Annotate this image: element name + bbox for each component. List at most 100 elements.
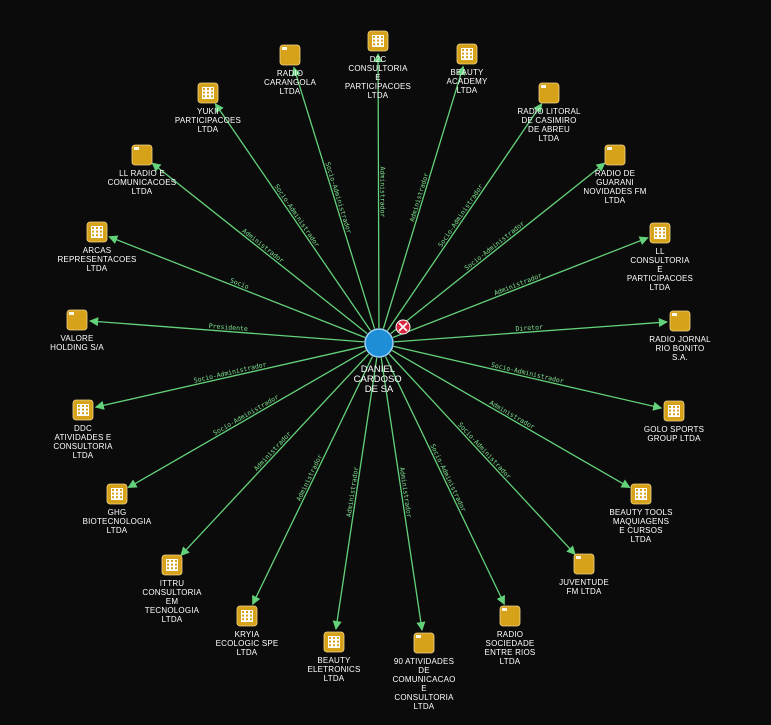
relationship-edge[interactable] (180, 353, 370, 557)
node-label-line: PARTICIPACOES (175, 116, 241, 125)
company-icon[interactable] (604, 144, 626, 166)
relationship-edge[interactable] (214, 102, 372, 331)
relationship-edge[interactable] (392, 236, 649, 339)
building-icon[interactable] (106, 483, 128, 505)
company-icon[interactable] (279, 44, 301, 66)
building-icon[interactable] (649, 222, 671, 244)
company-icon[interactable] (131, 144, 153, 166)
node-label-line: GUARANI (596, 178, 634, 187)
company-icon[interactable] (66, 309, 88, 331)
relationship-edge[interactable] (393, 345, 663, 411)
edge-relation-label: Administrador (345, 466, 361, 518)
node-label-line: LTDA (87, 264, 108, 273)
relationship-edge[interactable] (127, 349, 367, 489)
center-node-circle[interactable] (364, 328, 394, 358)
company-icon[interactable] (669, 310, 691, 332)
relationship-edge[interactable] (291, 66, 376, 329)
building-icon[interactable] (72, 399, 94, 421)
relationship-edge[interactable] (108, 235, 366, 339)
node-label-line: ATIVIDADES E (55, 433, 112, 442)
node-label-line: LTDA (539, 134, 560, 143)
edge-relation-label: Administrador (408, 172, 430, 223)
building-icon[interactable] (367, 30, 389, 52)
center-node[interactable]: DANIEL CARDOSO DE SA (354, 319, 411, 395)
relationship-edge[interactable] (332, 357, 378, 631)
node-label-line: E (375, 73, 381, 82)
relationship-edge[interactable] (391, 349, 631, 489)
company-icon[interactable] (499, 605, 521, 627)
node-label-line: COMUNICACOES (108, 178, 177, 187)
node-label-line: REPRESENTACOES (57, 255, 136, 264)
building-icon[interactable] (236, 605, 258, 627)
center-label-line: DE SA (365, 384, 394, 395)
relationship-edge[interactable] (89, 317, 365, 343)
relationship-edge[interactable] (373, 53, 383, 329)
relationship-edge[interactable] (382, 65, 466, 329)
node-label-line: LTDA (650, 283, 671, 292)
node-label-line: LL (655, 247, 665, 256)
company-icon[interactable] (573, 553, 595, 575)
node-label-line: LTDA (73, 451, 94, 460)
node-label-line: COMUNICACAO (392, 675, 455, 684)
edge-relation-label: Presidente (208, 322, 248, 333)
relationship-edge[interactable] (252, 356, 374, 606)
edge-relation-label: Administrador (398, 467, 413, 519)
building-icon[interactable] (197, 82, 219, 104)
building-icon[interactable] (456, 43, 478, 65)
relationship-edge[interactable] (151, 162, 368, 335)
node-label-line: MAQUIAGENS (613, 517, 669, 526)
edge-relation-label: Socio-Administrador (193, 360, 267, 384)
building-icon[interactable] (630, 483, 652, 505)
company-icon[interactable] (538, 82, 560, 104)
node-label-line: CONSULTORIA (142, 588, 202, 597)
building-icon[interactable] (323, 631, 345, 653)
remove-node-button[interactable] (395, 319, 411, 335)
relationship-edge[interactable] (386, 102, 543, 331)
building-icon[interactable] (86, 221, 108, 243)
relationship-edge[interactable] (94, 345, 365, 410)
relationship-edge[interactable] (393, 318, 668, 343)
node-label-line: RIO BONITO (656, 344, 705, 353)
node-label-line: BEAUTY (450, 68, 484, 77)
node-label-line: JUVENTUDE (559, 578, 609, 587)
node-label-line: DE ABREU (528, 125, 570, 134)
edge-layer (89, 53, 668, 632)
relationship-edge[interactable] (388, 353, 576, 556)
building-icon[interactable] (663, 400, 685, 422)
node-label-line: LTDA (107, 526, 128, 535)
building-icon[interactable] (161, 554, 183, 576)
relationship-edge[interactable] (380, 357, 426, 632)
relationship-edge[interactable] (384, 356, 505, 606)
company-icon[interactable] (413, 632, 435, 654)
relationship-edge[interactable] (390, 162, 606, 335)
